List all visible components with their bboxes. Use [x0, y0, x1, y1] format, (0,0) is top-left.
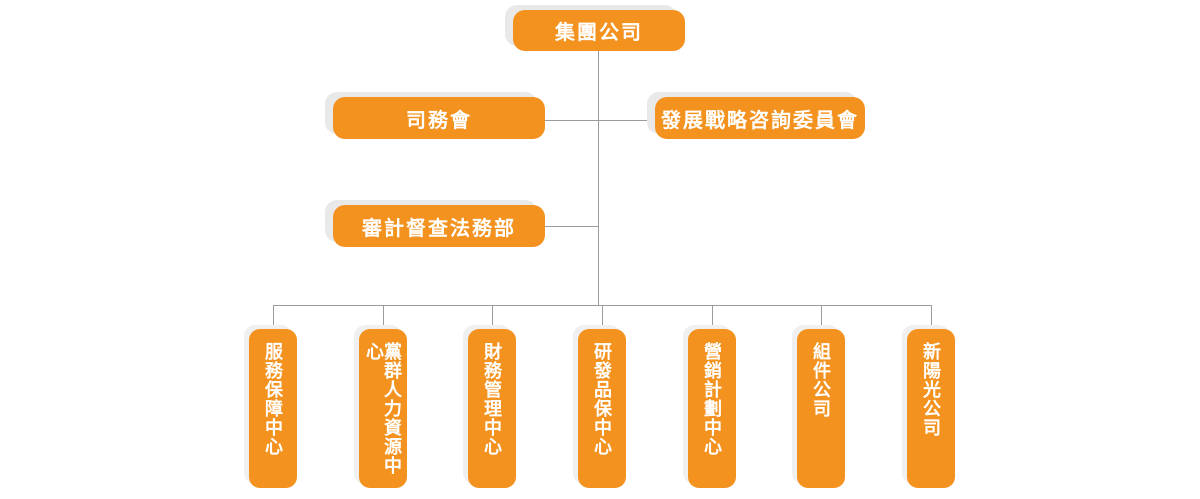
connector-drop-4 — [602, 305, 603, 329]
org-node-audit-supervision-legal-dept: 審計督查法務部 — [333, 205, 545, 247]
connector-drop-3 — [492, 305, 493, 329]
org-node-label: 營銷計劃中心 — [702, 342, 722, 456]
org-node-service-support-center: 服務保障中心 — [249, 329, 297, 488]
org-node-label: 審計督查法務部 — [362, 217, 516, 240]
org-node-label: 財務管理中心 — [482, 342, 502, 456]
org-node-new-sunshine-company: 新陽光公司 — [907, 329, 955, 488]
org-node-label: 發展戰略咨詢委員會 — [661, 109, 859, 132]
connector-drop-6 — [821, 305, 822, 329]
org-node-group-company: 集團公司 — [513, 10, 685, 51]
connector-drop-2 — [383, 305, 384, 329]
org-node-party-hr-center: 黨群人力資源中心 — [359, 329, 407, 488]
org-node-label: 新陽光公司 — [921, 342, 941, 437]
org-node-company-affairs-council: 司務會 — [333, 97, 545, 139]
org-node-label: 黨群人力資源中心 — [364, 342, 402, 475]
org-node-label: 組件公司 — [811, 342, 831, 418]
connector-drop-1 — [273, 305, 274, 329]
org-node-label: 研發品保中心 — [592, 342, 612, 456]
org-node-marketing-planning-center: 營銷計劃中心 — [688, 329, 736, 488]
org-node-components-company: 組件公司 — [797, 329, 845, 488]
connector-drop-5 — [712, 305, 713, 329]
connector-level3-horizontal — [545, 226, 599, 227]
org-node-finance-management-center: 財務管理中心 — [468, 329, 516, 488]
org-node-label: 司務會 — [406, 109, 472, 132]
connector-drop-7 — [931, 305, 932, 329]
connector-root-trunk — [598, 51, 599, 305]
org-node-rnd-quality-center: 研發品保中心 — [578, 329, 626, 488]
org-node-label: 服務保障中心 — [263, 342, 283, 456]
connector-level2-horizontal — [545, 120, 655, 121]
org-node-development-strategy-committee: 發展戰略咨詢委員會 — [655, 97, 865, 139]
org-node-label: 集團公司 — [555, 22, 643, 44]
